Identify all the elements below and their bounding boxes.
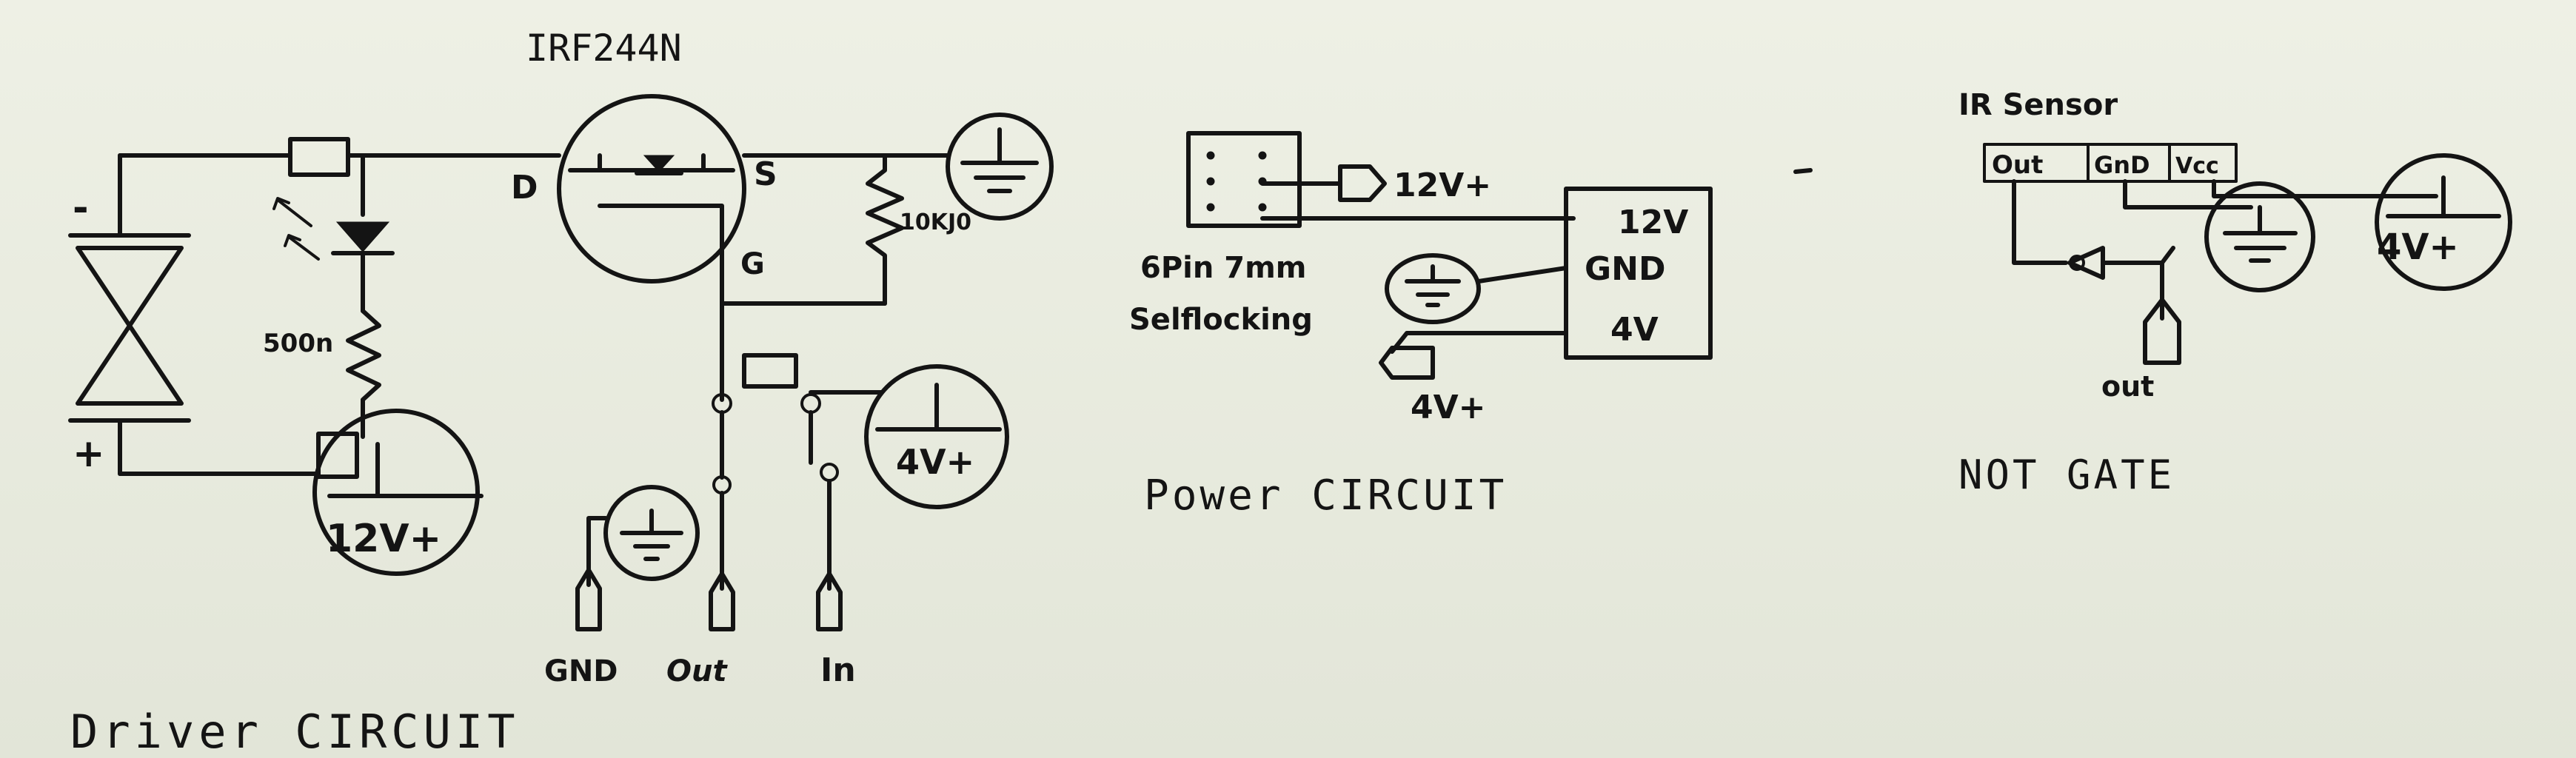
v12-tag [1338,164,1387,202]
resistor-10k-icon [866,153,904,306]
pin-g-label: G [740,247,765,281]
six-pin-connector [1186,131,1302,228]
resistor-top-label: 10KJ0 [900,209,971,235]
power-circuit: 12V+ 12V GND 4V 6Pin 7mm Selflocking 4V+… [1129,131,1713,520]
mosfet-circle [557,94,746,284]
supply-12v-circle [312,409,480,576]
resistor-led-label: 500n [263,329,333,358]
ir-sensor-title: IR Sensor [1958,88,2118,122]
ground-circle-top [946,113,1054,221]
row-12v-label: 12V [1618,204,1688,241]
power-ground-circle [1385,253,1481,324]
pin-s-label: S [754,155,777,193]
power-circuit-title: Power CIRCUIT [1144,472,1507,520]
body-diode-icon [643,155,675,172]
in-pin-connector [816,571,843,631]
ground-icon [960,127,1039,193]
not-supply-4v-circle [2375,153,2512,291]
ground-icon [2223,205,2298,263]
row-4v-label: 4V [1610,311,1659,349]
driver-circuit-title: Driver CIRCUIT [70,705,520,758]
ground-icon [620,509,683,561]
not-gate-title: NOT GATE [1958,452,2175,498]
not-gate-circuit: IR Sensor Out GnD Vcc out 4V+ NOT GATE [1958,88,2512,498]
driver-circuit: IRF244N - + 500n [68,27,1054,758]
not-supply-4v-label: 4V+ [2377,227,2459,268]
connector-desc-2: Selflocking [1129,303,1313,337]
not-ground-circle [2204,181,2315,292]
resistor-500-icon [346,309,381,439]
v4-tag [1379,346,1435,380]
supply-4v-label: 4V+ [896,442,974,482]
gnd-pin-connector [575,568,602,631]
connector-desc-1: 6Pin 7mm [1140,251,1306,285]
sensor-pin-gnd: GnD [2094,151,2150,179]
plus-label: + [73,432,105,476]
ground-icon [1405,264,1461,307]
diode-icon [335,221,390,252]
top-terminal [288,137,350,177]
v4-tag-label: 4V+ [1411,389,1486,426]
ground-circle-bottom [603,485,700,581]
pin-in-label: In [820,651,856,689]
pin-out-label: Out [666,654,728,688]
inverter-icon [2067,246,2105,280]
row-gnd-label: GND [1585,250,1665,288]
supply-4v-circle [864,364,1009,509]
sensor-pin-vcc: Vcc [2175,153,2219,179]
minus-label: - [73,186,89,230]
out-pin-connector [709,571,735,631]
motor-symbol [68,153,191,476]
v12-tag-label: 12V+ [1394,167,1491,204]
ir-sensor-header [1983,143,2238,183]
stray-mark [1793,168,1813,174]
supply-12v-label: 12V+ [326,517,441,561]
not-out-label: out [2101,370,2154,403]
switch-button [742,353,798,389]
pin-gnd-label: GND [544,654,618,688]
mosfet-name-label: IRF244N [526,27,682,70]
sensor-pin-out: Out [1992,150,2043,180]
led-arrow-icon [276,198,312,227]
connector-pins [1206,151,1267,212]
out-pin-connector-not [2143,298,2181,365]
pin-d-label: D [511,169,538,207]
power-block [1564,187,1713,360]
